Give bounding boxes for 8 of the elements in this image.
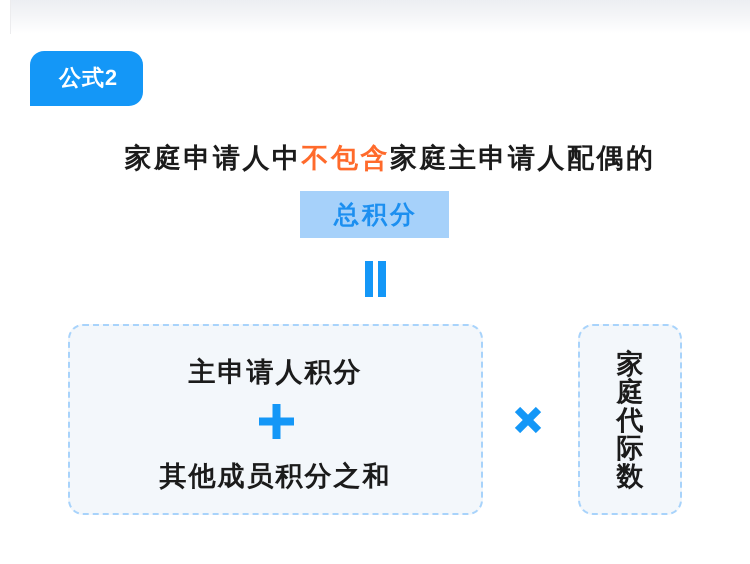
dashed-panel <box>578 324 682 515</box>
formula-tag: 公式2 <box>30 51 143 106</box>
term-text: 家庭代际数 <box>616 350 644 490</box>
heading-text: 家庭申请人中不包含家庭主申请人配偶的 <box>124 142 656 174</box>
term-text: 主申请人积分 <box>188 356 362 388</box>
highlight-box: 总积分 <box>300 191 449 238</box>
term-text: 其他成员积分之和 <box>160 460 392 492</box>
dashed-panel <box>68 324 483 515</box>
